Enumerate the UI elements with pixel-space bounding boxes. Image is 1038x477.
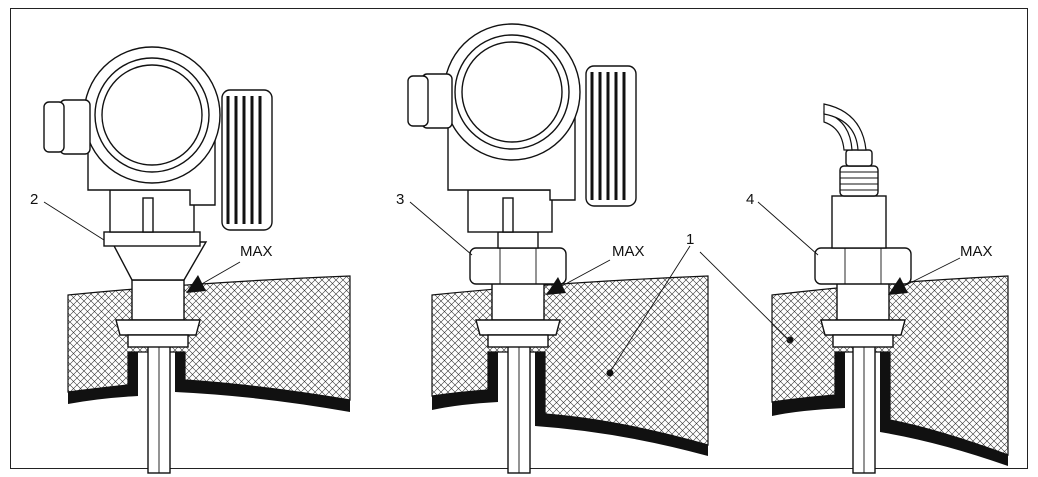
vessel-wall-left <box>68 352 138 404</box>
max-label-middle: MAX <box>612 243 645 260</box>
callout-2: 2 <box>30 191 38 208</box>
instrument-middle <box>407 23 709 474</box>
vessel-wall-right <box>772 352 845 416</box>
max-label-left: MAX <box>240 243 273 260</box>
vessel-wall-middle <box>432 352 498 410</box>
callout-1: 1 <box>686 231 694 248</box>
max-label-right: MAX <box>960 243 993 260</box>
callout-4: 4 <box>746 191 754 208</box>
instrument-right <box>757 103 1009 474</box>
medium-left <box>67 275 351 401</box>
instrument-left <box>43 46 351 474</box>
callout-3: 3 <box>396 191 404 208</box>
